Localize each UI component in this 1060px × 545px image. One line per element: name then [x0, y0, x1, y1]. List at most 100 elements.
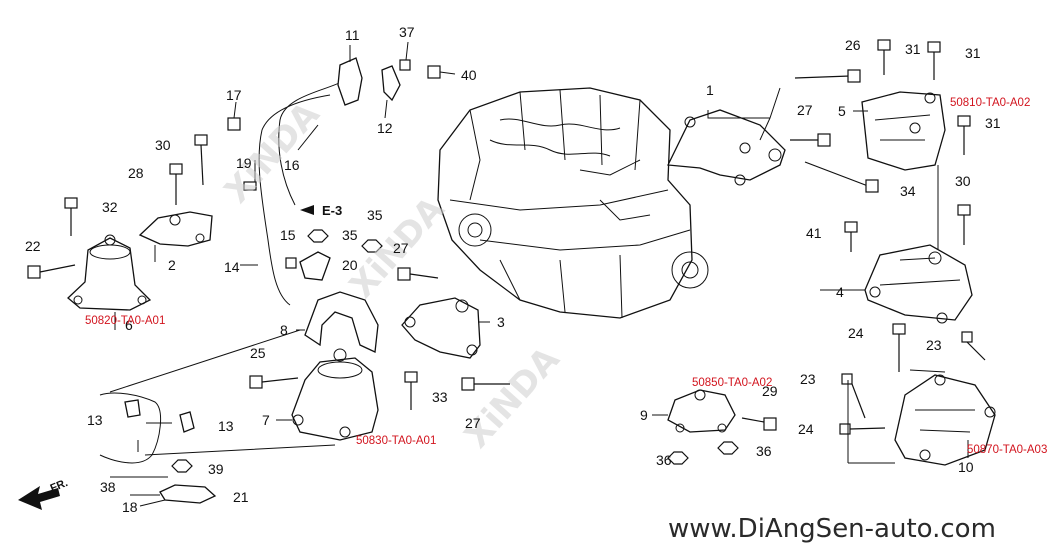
- callout-40: 40: [461, 67, 477, 83]
- callout-30: 30: [955, 173, 971, 189]
- part-number-labels: 50820-TA0-A01 50810-TA0-A02 50830-TA0-A01 5…: [85, 97, 1047, 456]
- part-7-mount: [291, 348, 379, 441]
- callout-38: 38: [100, 479, 116, 495]
- callout-31: 31: [985, 115, 1001, 131]
- clip-37: [399, 59, 411, 71]
- callout-34: 34: [900, 183, 916, 199]
- part-10-mount: [894, 374, 996, 466]
- callout-17: 17: [226, 87, 242, 103]
- bolt-30a: [957, 204, 971, 245]
- callout-41: 41: [806, 225, 822, 241]
- website-watermark: www.DiAngSen-auto.com: [668, 514, 996, 544]
- callout-3: 3: [497, 314, 505, 330]
- part-number-50870-ta0-a03: 50870-TA0-A03: [967, 444, 1047, 456]
- callout-16: 16: [284, 157, 300, 173]
- callout-30: 30: [155, 137, 171, 153]
- bolt-31a: [877, 39, 891, 75]
- reference-label: E-3: [322, 203, 342, 218]
- callout-13: 13: [87, 412, 103, 428]
- watermark-3: XiNDA: [457, 339, 568, 456]
- bolt-25: [249, 375, 299, 389]
- callout-12: 12: [377, 120, 393, 136]
- part-4-mount: [864, 244, 973, 324]
- front-direction-label: FR.: [49, 477, 70, 495]
- bolt-23b: [841, 373, 866, 419]
- callout-28: 28: [128, 165, 144, 181]
- clip-17: [227, 117, 241, 131]
- ref-e3: E-3: [300, 203, 342, 218]
- callout-23: 23: [926, 337, 942, 353]
- callout-21: 21: [233, 489, 249, 505]
- callout-37: 37: [399, 24, 415, 40]
- clip-19: [243, 181, 257, 191]
- part-2-bracket: [138, 211, 213, 247]
- bolts: [27, 39, 986, 473]
- part-number-50810-ta0-a02: 50810-TA0-A02: [950, 97, 1030, 109]
- part-1-bracket: [667, 109, 786, 186]
- callout-19: 19: [236, 155, 252, 171]
- part-3-bracket: [401, 297, 481, 359]
- callout-5: 5: [838, 103, 846, 119]
- callout-29: 29: [762, 383, 778, 399]
- callout-25: 25: [250, 345, 266, 361]
- callout-18: 18: [122, 499, 138, 515]
- callout-27: 27: [393, 240, 409, 256]
- clip-40: [427, 65, 441, 79]
- bolt-27b: [461, 377, 510, 391]
- small-brackets: [124, 57, 401, 504]
- part-number-50830-ta0-a01: 50830-TA0-A01: [356, 435, 436, 447]
- callout-4: 4: [836, 284, 844, 300]
- nut-36b: [717, 441, 739, 455]
- engine-assembly: [437, 87, 709, 319]
- bolt-26: [794, 69, 861, 83]
- part-number-50820-ta0-a01: 50820-TA0-A01: [85, 315, 165, 327]
- bolt-30b: [194, 134, 208, 186]
- callout-26: 26: [845, 37, 861, 53]
- bolt-31b: [927, 41, 941, 80]
- nut-39: [171, 459, 193, 473]
- bolt-31c: [957, 115, 971, 155]
- callout-32: 32: [102, 199, 118, 215]
- bolt-33: [404, 371, 418, 410]
- callout-14: 14: [224, 259, 240, 275]
- nut-36a: [667, 451, 689, 465]
- callout-35: 35: [367, 207, 383, 223]
- callout-20: 20: [342, 257, 358, 273]
- callout-6: 6: [125, 317, 133, 333]
- callout-10: 10: [958, 459, 974, 475]
- callout-9: 9: [640, 407, 648, 423]
- callout-31: 31: [965, 45, 981, 61]
- bolt-34: [804, 161, 879, 193]
- bolt-27a: [790, 133, 831, 147]
- callout-11: 11: [345, 27, 360, 43]
- clip-15: [285, 257, 297, 269]
- callout-7: 7: [262, 412, 270, 428]
- hoses: [99, 79, 346, 464]
- callout-13: 13: [218, 418, 234, 434]
- callout-23: 23: [800, 371, 816, 387]
- leader-lines: [109, 41, 969, 507]
- callout-36: 36: [756, 443, 772, 459]
- callout-35: 35: [342, 227, 358, 243]
- bolt-24b: [839, 423, 886, 435]
- bolt-22: [27, 264, 76, 279]
- bolt-28: [169, 163, 183, 205]
- callout-31: 31: [905, 41, 921, 57]
- callout-36: 36: [656, 452, 672, 468]
- front-direction-arrow: FR.: [18, 477, 70, 510]
- callout-22: 22: [25, 238, 41, 254]
- watermark-1: XiNDA: [217, 94, 328, 211]
- nut-35a: [307, 229, 329, 243]
- part-number-50850-ta0-a02: 50850-TA0-A02: [692, 377, 772, 389]
- bolt-41: [844, 221, 858, 252]
- part-5-mount: [861, 91, 946, 171]
- bolt-24a: [892, 323, 906, 372]
- nut-35b: [361, 239, 383, 253]
- callout-1: 1: [706, 82, 714, 98]
- callout-27: 27: [465, 415, 481, 431]
- callout-33: 33: [432, 389, 448, 405]
- bolt-23a: [961, 331, 986, 361]
- bolt-32: [64, 197, 78, 236]
